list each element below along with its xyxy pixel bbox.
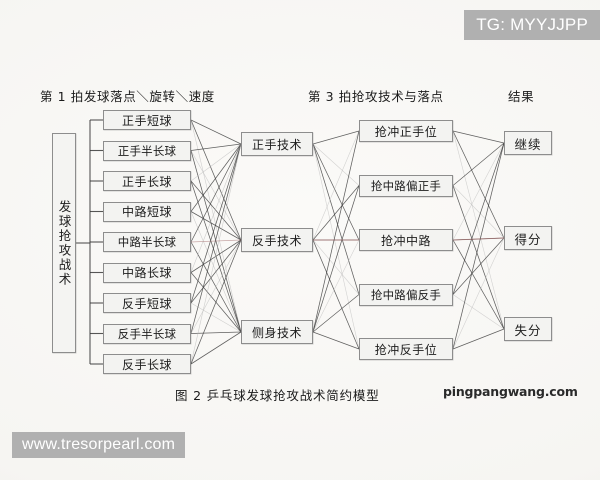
technique-3[interactable]: 侧身技术 (241, 320, 313, 344)
technique-1[interactable]: 正手技术 (241, 132, 313, 156)
root-node-serve-attack-tactics[interactable]: 发球抢攻战术 (52, 133, 76, 353)
column-heading-result: 结果 (508, 89, 535, 104)
result-1[interactable]: 继续 (504, 131, 552, 155)
source-watermark: pingpangwang.com (443, 384, 578, 399)
technique-2[interactable]: 反手技术 (241, 228, 313, 252)
serve-placement-2[interactable]: 正手半长球 (103, 140, 191, 161)
attack-placement-2[interactable]: 抢中路偏正手 (359, 174, 453, 197)
column-heading-serve: 第 1 拍发球落点＼旋转＼速度 (40, 89, 215, 104)
attack-placement-4[interactable]: 抢中路偏反手 (359, 283, 453, 306)
serve-placement-6[interactable]: 中路长球 (103, 262, 191, 283)
serve-placement-5[interactable]: 中路半长球 (103, 232, 191, 252)
attack-placement-3[interactable]: 抢冲中路 (359, 229, 453, 251)
attack-placement-1[interactable]: 抢冲正手位 (359, 120, 453, 142)
site-url-watermark: www.tresorpearl.com (12, 432, 186, 458)
serve-placement-7[interactable]: 反手短球 (103, 293, 191, 313)
serve-placement-8[interactable]: 反手半长球 (103, 323, 191, 344)
serve-placement-4[interactable]: 中路短球 (103, 201, 191, 222)
serve-placement-3[interactable]: 正手长球 (103, 171, 191, 191)
figure-caption: 图 2 乒乓球发球抢攻战术简约模型 (175, 388, 380, 403)
result-2[interactable]: 得分 (504, 226, 552, 250)
telegram-tag-watermark: TG: MYYJJPP (464, 10, 600, 40)
serve-placement-9[interactable]: 反手长球 (103, 354, 191, 374)
result-3[interactable]: 失分 (504, 317, 552, 341)
attack-placement-5[interactable]: 抢冲反手位 (359, 338, 453, 360)
serve-placement-1[interactable]: 正手短球 (103, 110, 191, 130)
column-heading-attack: 第 3 拍抢攻技术与落点 (308, 89, 444, 104)
